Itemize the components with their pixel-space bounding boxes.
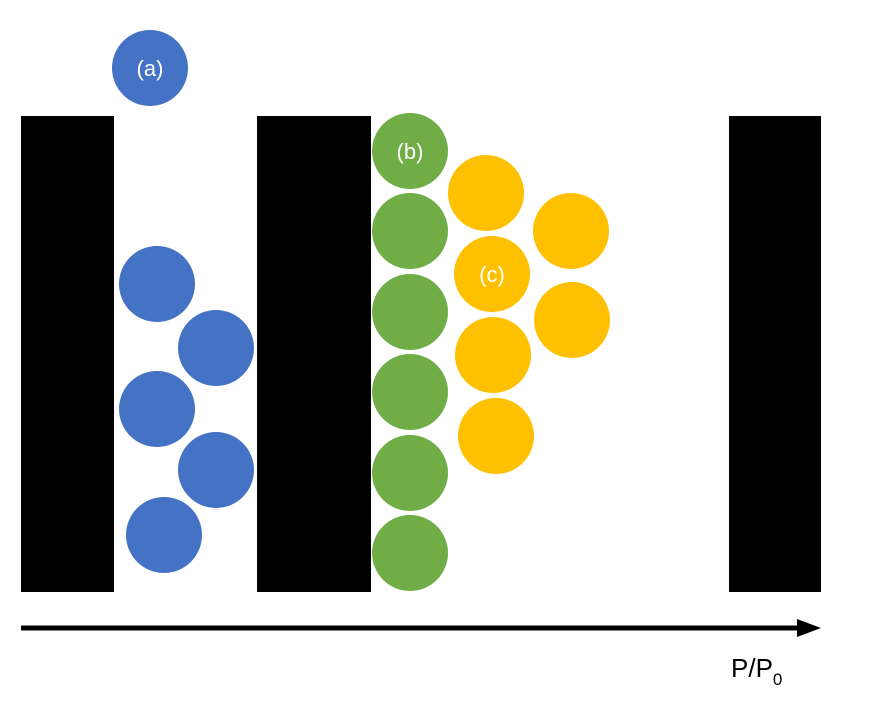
orange-molecule (458, 398, 534, 474)
axis-label-main: P/P (731, 653, 773, 683)
orange-molecule (534, 282, 610, 358)
blue-molecule (178, 310, 254, 386)
molecule-b (372, 113, 448, 189)
axis-arrowhead (797, 619, 821, 637)
label-b: (b) (397, 139, 424, 164)
blue-molecule (126, 497, 202, 573)
pore-wall-2 (257, 116, 371, 592)
green-molecule (372, 515, 448, 591)
orange-molecule (455, 317, 531, 393)
axis-label-subscript: 0 (773, 670, 782, 689)
blue-molecule (178, 432, 254, 508)
molecule-c (454, 236, 530, 312)
orange-molecule (448, 155, 524, 231)
molecule-c-label-group: (c) (454, 236, 530, 312)
label-c: (c) (479, 262, 505, 287)
green-molecule (372, 274, 448, 350)
molecule-a (112, 30, 188, 106)
green-molecule (372, 193, 448, 269)
pore-wall-3 (729, 116, 821, 592)
blue-molecule (119, 246, 195, 322)
pressure-axis (21, 619, 821, 637)
molecule-a-label-group: (a) (112, 30, 188, 106)
label-a: (a) (137, 56, 164, 81)
molecule-b-label-group: (b) (372, 113, 448, 189)
orange-molecule (533, 193, 609, 269)
green-molecule (372, 354, 448, 430)
blue-molecule (119, 371, 195, 447)
pore-wall-1 (21, 116, 114, 592)
green-molecule (372, 435, 448, 511)
axis-label: P/P0 (731, 653, 782, 689)
